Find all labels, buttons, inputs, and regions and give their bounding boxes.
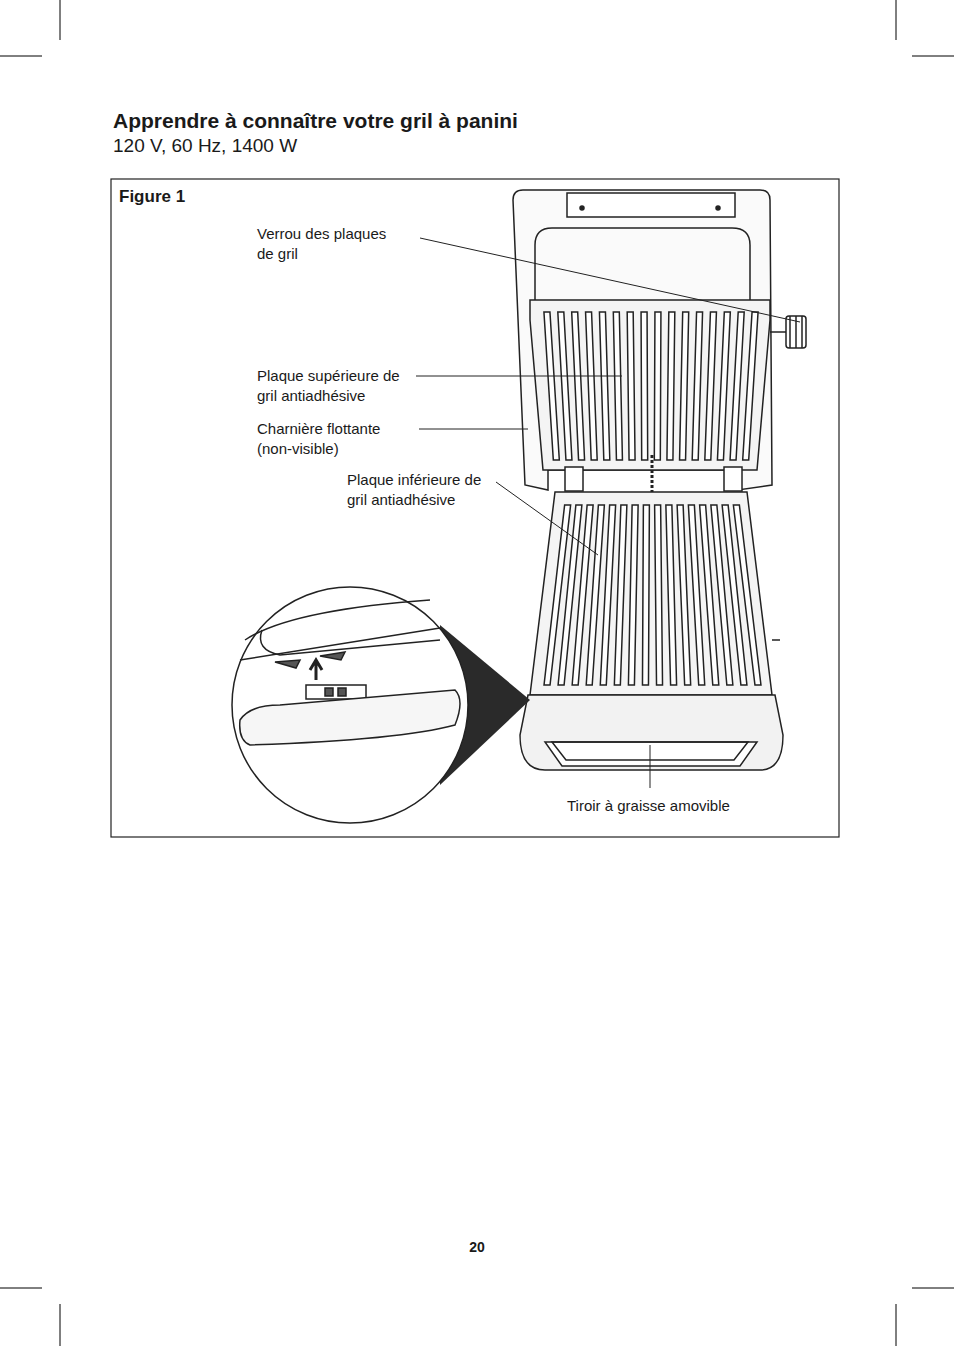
grill-ridge: [586, 312, 598, 460]
grill-ridge: [614, 505, 627, 685]
grill-ridge: [733, 505, 761, 685]
grill-ridge: [692, 312, 702, 460]
figure-frame: [111, 179, 839, 837]
part-label: Verrou des plaques de gril: [257, 224, 407, 263]
grill-ridge: [705, 312, 717, 460]
grill-ridge: [654, 312, 661, 460]
grill-ridge: [544, 312, 559, 460]
grill: [232, 190, 806, 823]
grill-ridge: [613, 312, 622, 460]
grill-ridge: [558, 312, 572, 460]
figure-number: Figure 1: [119, 186, 185, 208]
grill-ridge: [642, 505, 649, 685]
part-label: Charnière flottante (non-visible): [257, 419, 407, 458]
leader-lines: [416, 238, 800, 788]
grill-ridge: [667, 312, 675, 460]
grill-ridge: [628, 505, 638, 685]
page-title: Apprendre à connaître votre gril à panin…: [113, 107, 518, 134]
spec-line: 120 V, 60 Hz, 1400 W: [113, 134, 297, 159]
page-number: 20: [457, 1238, 497, 1256]
part-label: Plaque supérieure de gril antiadhésive: [257, 366, 409, 405]
grill-ridge: [730, 312, 744, 460]
grill-ridge: [717, 312, 730, 460]
grill-ridge: [641, 312, 648, 460]
grill-ridge: [627, 312, 635, 460]
grill-ridge: [599, 312, 609, 460]
grill-ridge: [600, 505, 615, 685]
grill-ridge: [743, 312, 758, 460]
grill-ridge: [680, 312, 689, 460]
grill-ridge: [666, 505, 677, 685]
grill-ridge: [677, 505, 691, 685]
part-label: Plaque inférieure de gril antiadhésive: [347, 470, 499, 509]
grill-ridge: [655, 505, 663, 685]
part-label: Tiroir à graisse amovible: [567, 796, 730, 816]
grill-ridge: [572, 312, 585, 460]
